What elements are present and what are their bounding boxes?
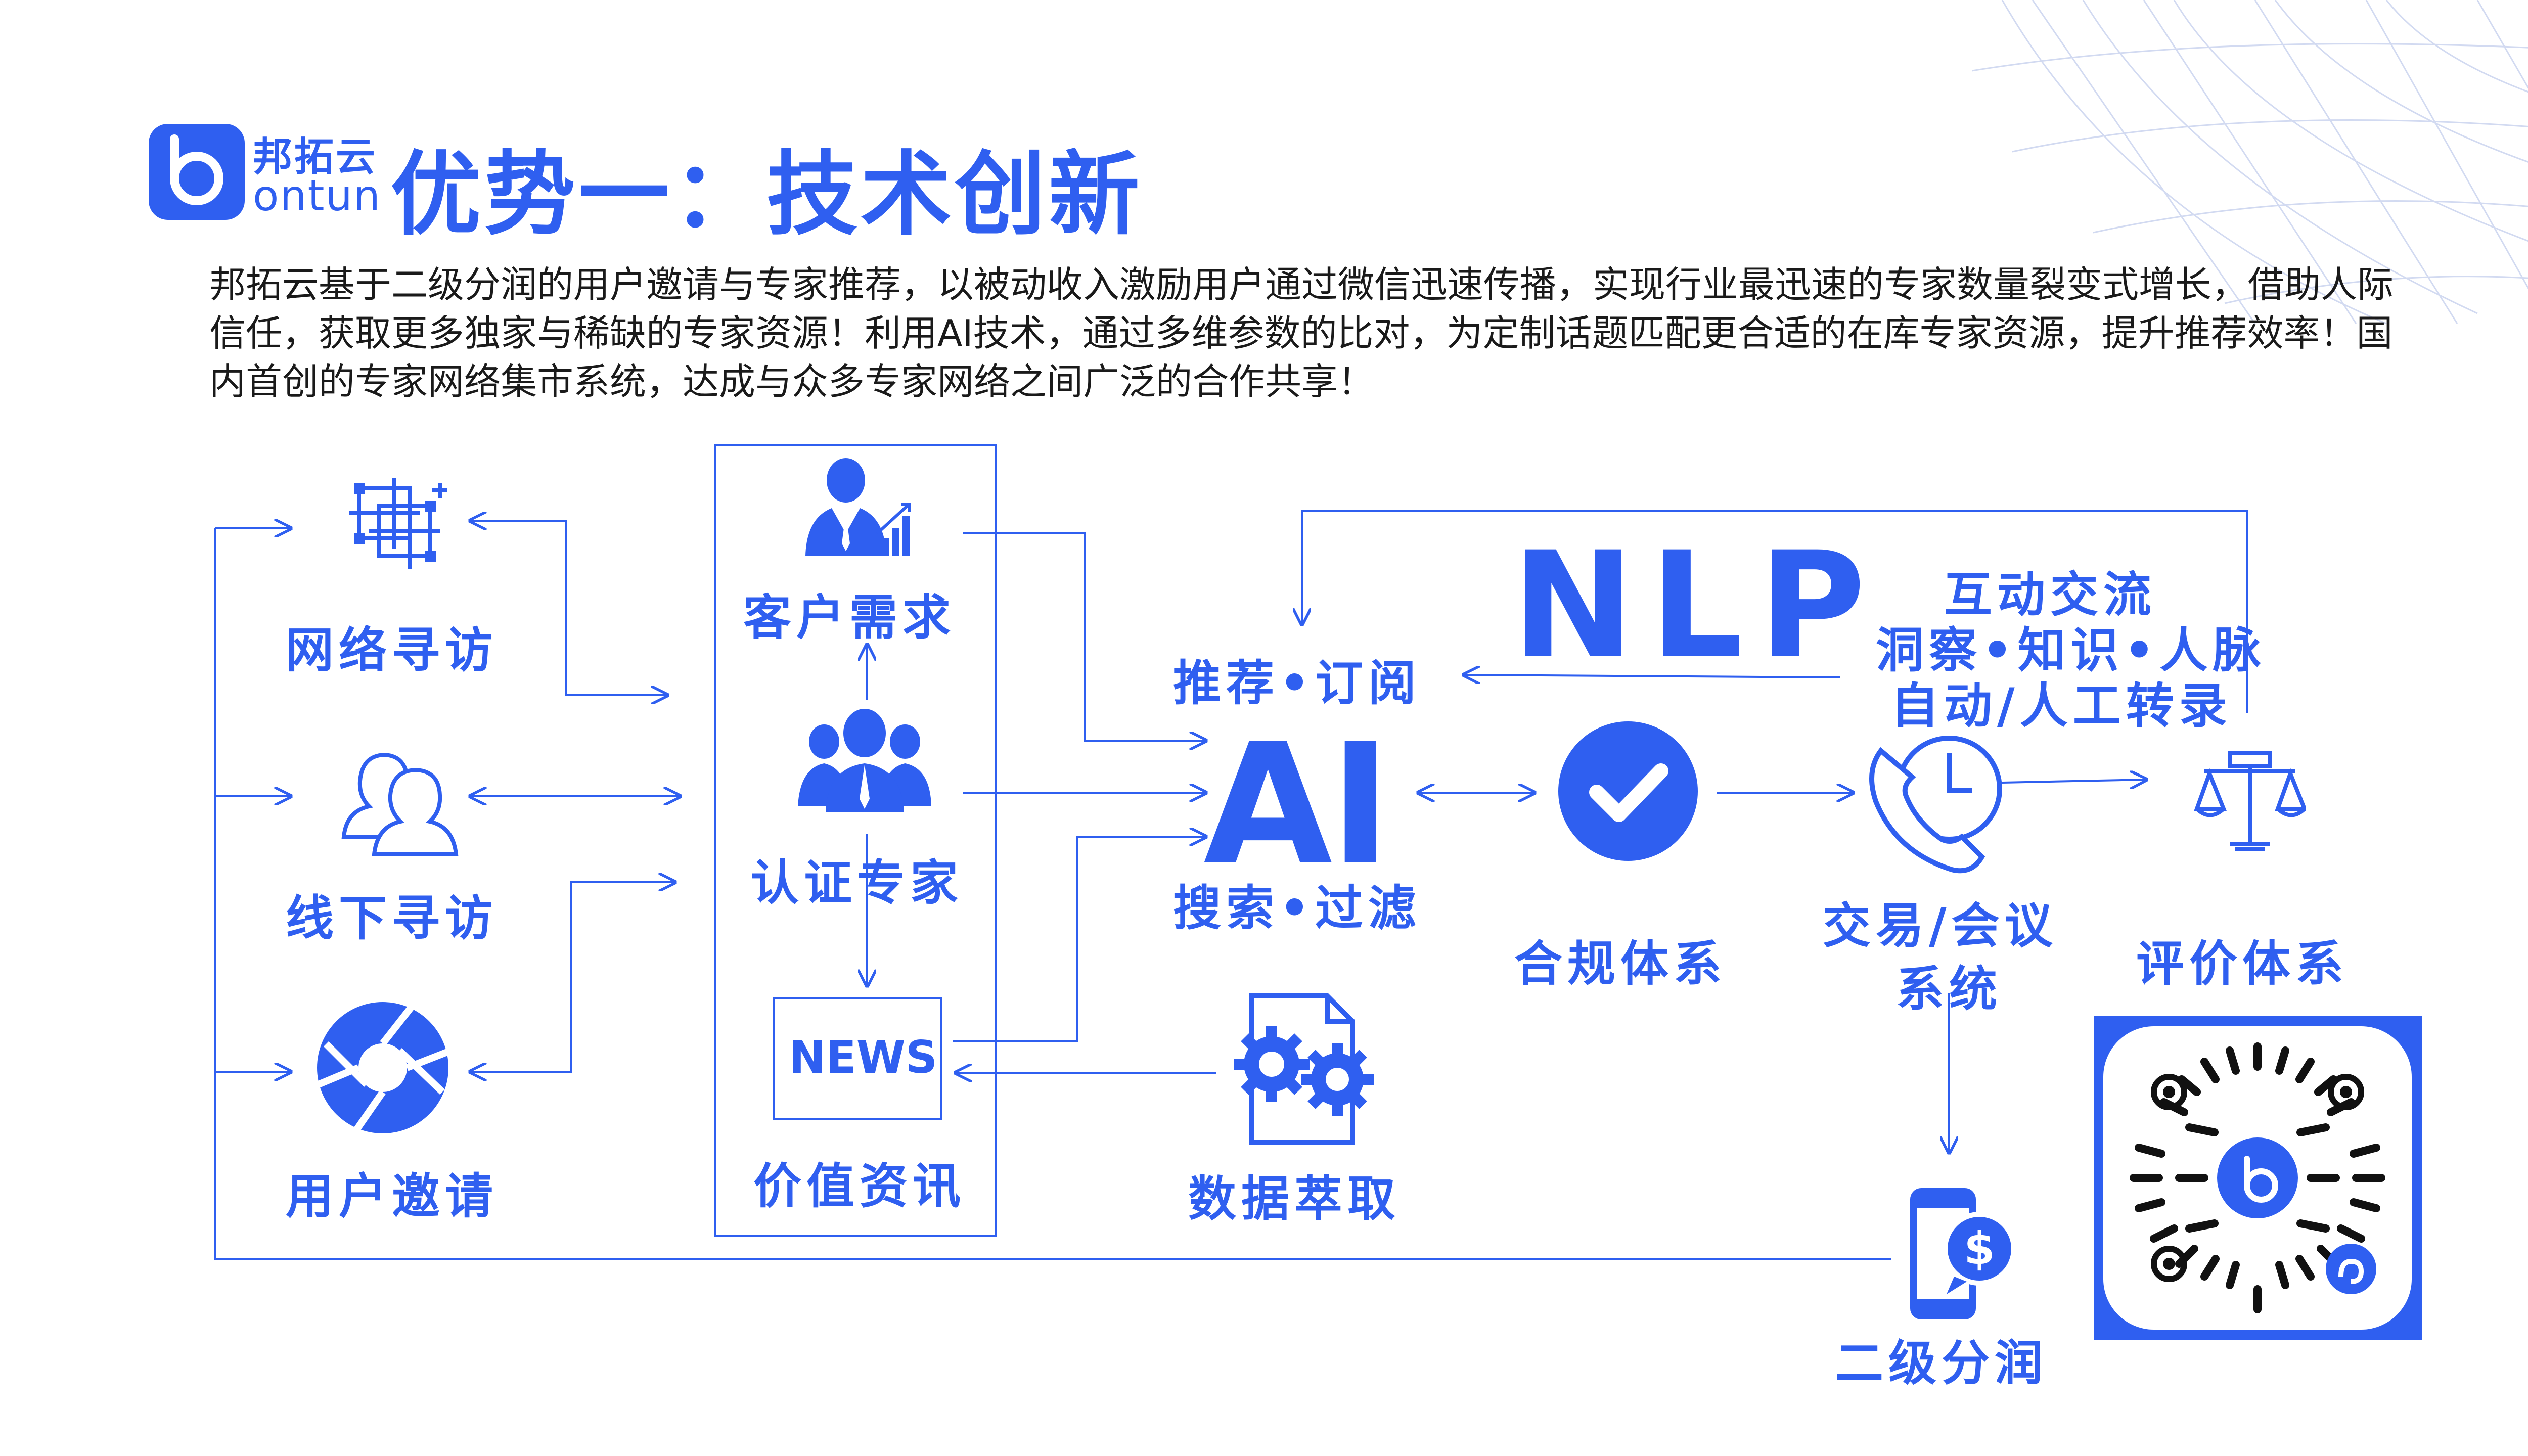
label-data-extract: 数据萃取 — [1188, 1171, 1401, 1227]
phone-clock-icon — [1869, 736, 2002, 874]
intro-paragraph: 邦拓云基于二级分润的用户邀请与专家推荐，以被动收入激励用户通过微信迅速传播，实现… — [209, 263, 2394, 403]
label-revenue-share: 二级分润 — [1835, 1336, 2048, 1391]
svg-text:$: $ — [1964, 1222, 1995, 1275]
label-transcribe: 自动/人工转录 — [1891, 678, 2232, 734]
label-value-info: 价值资讯 — [753, 1159, 966, 1214]
nlp-label: NLP — [1512, 521, 1881, 691]
phone-dollar-icon: $ — [1910, 1188, 2016, 1320]
brand-logo — [149, 124, 245, 220]
label-trade-line1: 交易/会议 — [1823, 898, 2058, 954]
businessman-chart-icon — [805, 458, 911, 556]
label-offline-visit: 线下寻访 — [286, 891, 499, 946]
label-evaluation: 评价体系 — [2136, 936, 2349, 992]
brand-name-cn: 邦拓云 — [253, 134, 378, 180]
label-client-demand: 客户需求 — [743, 590, 956, 646]
check-circle-icon — [1558, 721, 1698, 861]
ai-core-label: AI — [1203, 708, 1391, 902]
news-badge: NEWS — [789, 1031, 938, 1083]
brand-name-en: ontun — [253, 171, 382, 220]
gears-document-icon — [1234, 993, 1374, 1145]
label-interaction: 互动交流 — [1944, 567, 2157, 623]
label-search-filter: 搜索•过滤 — [1173, 881, 1421, 936]
label-trade-line2: 系统 — [1896, 962, 2003, 1017]
logo-b-icon — [170, 134, 223, 205]
group-icon — [798, 709, 931, 812]
scale-icon — [2194, 751, 2306, 851]
grid-crosshair-icon — [349, 478, 447, 569]
mini-program-qr-code — [2130, 1042, 2385, 1313]
label-recommend: 推荐•订阅 — [1173, 656, 1421, 711]
aperture-icon — [317, 1002, 450, 1133]
label-insight: 洞察•知识•人脉 — [1876, 623, 2266, 678]
label-user-invite: 用户邀请 — [286, 1169, 499, 1224]
people-icon — [341, 752, 459, 856]
label-compliance: 合规体系 — [1514, 936, 1727, 992]
label-network-visit: 网络寻访 — [286, 623, 499, 678]
page-title: 优势一：技术创新 — [390, 142, 1143, 248]
label-certified-expert: 认证专家 — [751, 855, 964, 911]
globe-mesh-decoration — [1972, 0, 2528, 324]
